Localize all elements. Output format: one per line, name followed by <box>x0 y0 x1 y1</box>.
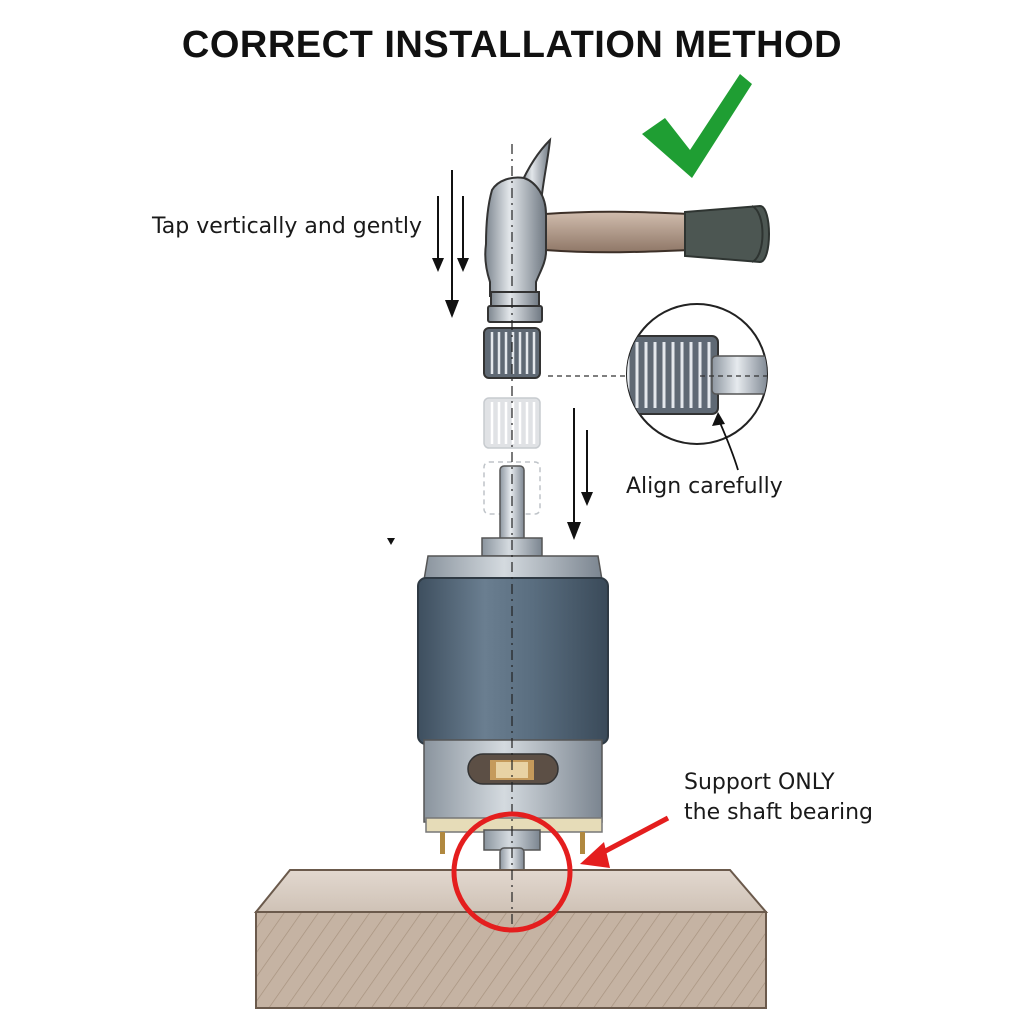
hammer-icon <box>484 137 770 323</box>
check-mark-icon <box>642 74 752 178</box>
stray-mark <box>387 538 395 545</box>
support-label-line1: Support ONLY <box>684 770 835 795</box>
motor <box>417 465 609 881</box>
wood-block <box>253 869 769 1009</box>
detail-magnifier <box>548 303 768 471</box>
push-arrows <box>567 408 593 540</box>
tap-instruction-label: Tap vertically and gently <box>152 214 422 239</box>
tap-arrows <box>432 170 469 318</box>
bearing-highlight <box>451 811 670 933</box>
support-instruction-label: Support ONLY the shaft bearing <box>684 768 873 828</box>
align-instruction-label: Align carefully <box>626 474 783 499</box>
page-title: CORRECT INSTALLATION METHOD <box>181 24 843 66</box>
support-label-line2: the shaft bearing <box>684 800 874 825</box>
